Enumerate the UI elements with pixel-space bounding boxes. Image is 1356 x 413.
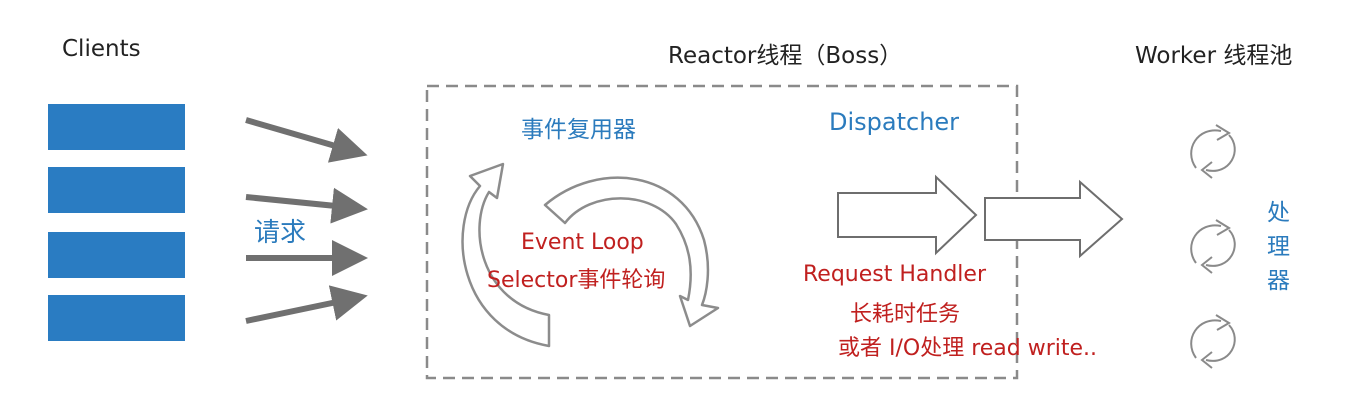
client-box-4 bbox=[48, 295, 185, 341]
worker-label-char-1: 处 bbox=[1267, 200, 1290, 226]
event-loop-label: Event Loop bbox=[521, 230, 644, 255]
request-label: 请求 bbox=[254, 218, 307, 248]
event-loop-arrow-left bbox=[461, 162, 551, 348]
client-box-3 bbox=[48, 232, 185, 278]
worker-pool-title: Worker 线程池 bbox=[1135, 43, 1293, 69]
clients-title: Clients bbox=[62, 36, 141, 62]
client-box-1 bbox=[48, 104, 185, 150]
dispatcher-arrow bbox=[837, 174, 978, 256]
request-arrow-2 bbox=[245, 187, 368, 224]
client-box-2 bbox=[48, 167, 185, 213]
dispatcher-label: Dispatcher bbox=[829, 108, 960, 136]
reactor-boundary bbox=[425, 84, 1019, 380]
reactor-title: Reactor线程（Boss） bbox=[668, 43, 903, 69]
multiplexer-label: 事件复用器 bbox=[521, 117, 636, 143]
event-loop-arrow-right bbox=[543, 176, 720, 328]
request-handler-label: Request Handler bbox=[803, 262, 986, 287]
worker-label-char-3: 器 bbox=[1267, 268, 1290, 294]
selector-label: Selector事件轮询 bbox=[487, 268, 666, 293]
worker-cycle-icon-3 bbox=[1190, 314, 1236, 369]
io-process-label: 或者 I/O处理 read write.. bbox=[838, 336, 1098, 361]
worker-dispatch-arrow bbox=[984, 179, 1124, 259]
long-task-label: 长耗时任务 bbox=[850, 302, 961, 327]
worker-cycle-icon-2 bbox=[1190, 219, 1236, 274]
worker-label-char-2: 理 bbox=[1267, 234, 1290, 260]
worker-cycle-icon-1 bbox=[1190, 124, 1236, 179]
request-arrow-1 bbox=[245, 117, 368, 163]
request-arrow-4 bbox=[245, 285, 368, 324]
